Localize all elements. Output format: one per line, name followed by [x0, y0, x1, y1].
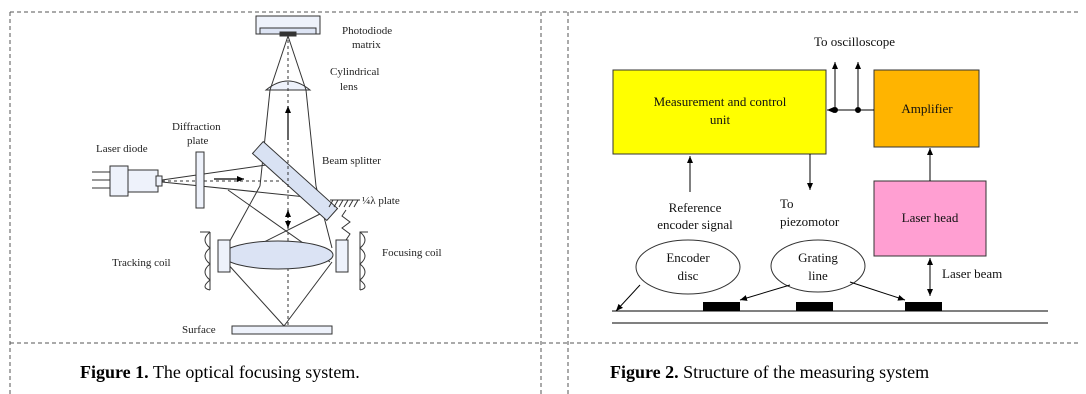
label-cylindrical-1: Cylindrical: [330, 66, 380, 78]
figure1-caption: Figure 1. The optical focusing system.: [80, 362, 360, 383]
label-beam-splitter: Beam splitter: [322, 155, 381, 167]
laser-diode: [109, 165, 129, 197]
label-piezomotor-1: To: [780, 196, 794, 211]
tracking-coil: [200, 231, 211, 291]
dashed-frame: [9, 11, 1080, 394]
figure1-caption-bold: Figure 1.: [80, 362, 149, 382]
label-encoder-disc-1: Encoder: [666, 250, 710, 265]
label-photodiode-2: matrix: [352, 39, 381, 51]
label-to-oscilloscope: To oscilloscope: [814, 34, 895, 49]
label-surface: Surface: [182, 324, 216, 336]
surface: [231, 325, 333, 335]
grating-line-ellipse: [770, 239, 866, 293]
label-photodiode-1: Photodiode: [342, 25, 392, 37]
label-laser-diode: Laser diode: [96, 143, 148, 155]
diffraction-plate: [195, 151, 205, 209]
measurement-unit-box: [612, 69, 827, 155]
label-reference-1: Reference: [669, 200, 722, 215]
label-measurement-unit-2: unit: [710, 112, 731, 127]
amplifier-box: [873, 69, 980, 148]
label-reference-2: encoder signal: [657, 217, 733, 232]
encoder-disc-ellipse: [635, 239, 741, 295]
label-diffraction-1: Diffraction: [172, 121, 221, 133]
label-measurement-unit-1: Measurement and control: [654, 94, 787, 109]
figure2-caption: Figure 2. Structure of the measuring sys…: [610, 362, 929, 383]
label-grating-line-2: line: [808, 268, 828, 283]
label-focusing-coil: Focusing coil: [382, 247, 442, 259]
grating-marks: [703, 302, 942, 311]
figure1-caption-text: The optical focusing system.: [148, 362, 360, 382]
label-amplifier: Amplifier: [901, 101, 953, 116]
beam-splitter: [251, 140, 339, 222]
figure2-caption-text: Structure of the measuring system: [678, 362, 930, 382]
figure1-diagram: [92, 15, 368, 335]
figure2-labels: To oscilloscope Measurement and control …: [654, 34, 1003, 283]
label-diffraction-2: plate: [187, 135, 208, 147]
label-grating-line-1: Grating: [798, 250, 838, 265]
figure1-labels: Photodiode matrix Cylindrical lens Diffr…: [96, 25, 442, 336]
label-quarter-plate: ¼λ plate: [362, 195, 400, 207]
label-cylindrical-2: lens: [340, 81, 358, 93]
label-laser-head: Laser head: [902, 210, 959, 225]
figure2-boxes: [612, 69, 987, 295]
label-piezomotor-2: piezomotor: [780, 214, 840, 229]
label-tracking-coil: Tracking coil: [112, 257, 171, 269]
figure1-arrows: [214, 106, 291, 228]
objective-lens: [222, 240, 334, 270]
focusing-coil: [359, 231, 368, 291]
label-encoder-disc-2: disc: [678, 268, 699, 283]
figure2-caption-bold: Figure 2.: [610, 362, 679, 382]
label-laser-beam: Laser beam: [942, 266, 1002, 281]
laser-head-box: [873, 180, 987, 257]
